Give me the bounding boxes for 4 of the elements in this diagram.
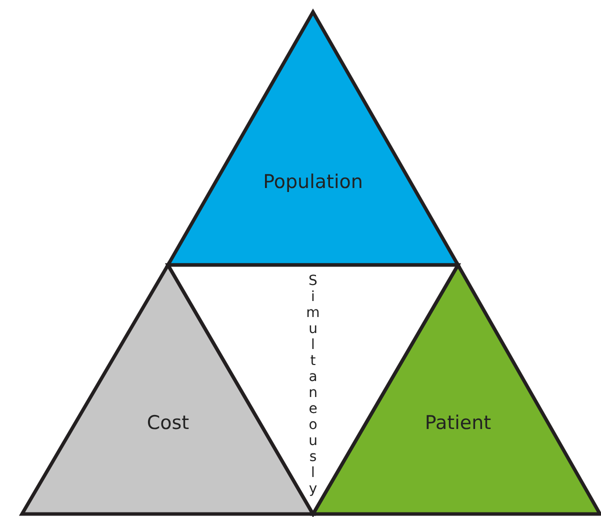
node-label: Population [263,171,363,193]
node-label: Patient [424,412,492,434]
vertical-label: Simultaneously [306,273,320,497]
node-label: Cost [146,412,190,434]
